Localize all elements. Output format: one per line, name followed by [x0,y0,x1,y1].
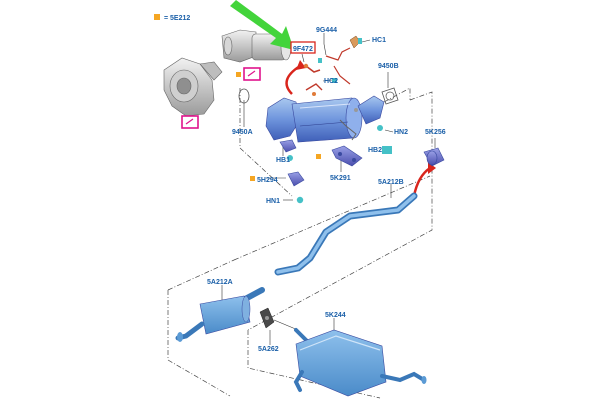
label-9450b: 9450B [378,63,399,70]
label-5a212a: 5A212A [207,279,233,286]
turbocharger [163,57,223,117]
label-5h294: 5H294 [257,177,278,184]
pipe-5a212b [274,192,418,276]
label-hn2: HN2 [394,129,408,136]
red-arrow-right [412,166,431,197]
gasket-9450b [381,87,399,105]
dashed-frame-lower [167,175,431,397]
red-arrow-left [285,64,301,95]
part-box-9f472 [290,41,316,54]
label-hc1: HC1 [372,37,386,44]
rear-muffler-5k244 [293,328,427,397]
label-5k244: 5K244 [325,312,346,319]
bracket-hb1 [279,139,297,161]
sensors-top [303,35,362,96]
part-labels: 9G444 9F472 HC1 HC2 9450B 9450A HN2 5K25… [207,27,446,353]
hanger-hn1 [296,196,304,204]
label-9g444: 9G444 [316,27,337,34]
catalytic-converter-dpf [265,95,385,143]
gasket-9450a [238,88,250,104]
label-9f472: 9F472 [293,46,313,53]
clamp-5k256 [423,147,445,167]
dashed-frame-upper [239,87,433,399]
label-5a212b: 5A212B [378,179,404,186]
label-5a262: 5A262 [258,346,279,353]
tag-marker [236,72,241,77]
legend-label: = 5E212 [164,15,190,22]
bracket-hb2 [377,125,392,154]
hanger-5a262 [259,307,275,329]
turbo-highlight-box [181,115,199,129]
label-5k256: 5K256 [425,129,446,136]
muffler-5a212a [175,287,265,342]
red-arrow-left-head [296,60,306,70]
legend-swatch [154,14,160,20]
tag-hb1 [316,154,321,159]
label-hb1: HB1 [276,157,290,164]
label-hn1: HN1 [266,198,280,205]
label-5k291: 5K291 [330,175,351,182]
label-hb2: HB2 [368,147,382,154]
label-9450a: 9450A [232,129,253,136]
dpf-highlight-box [243,67,261,81]
pipe-5a212b-highlight [276,194,416,274]
hanger-5h294 [250,171,305,187]
green-arrow [230,0,294,50]
red-arrow-right-head [428,162,436,174]
bracket-5k291 [331,145,363,167]
label-hc2: HC2 [324,78,338,85]
